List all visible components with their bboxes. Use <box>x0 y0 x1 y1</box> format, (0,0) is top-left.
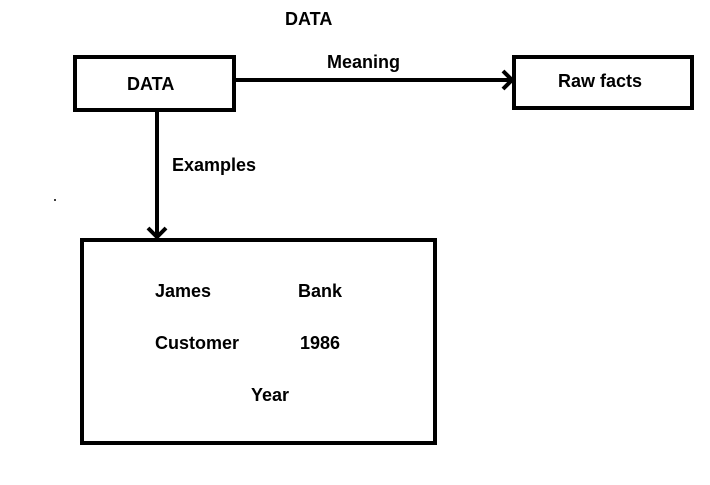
diagram-title: DATA <box>285 9 333 29</box>
raw-facts-box <box>512 55 694 110</box>
examples-arrow-head <box>146 226 168 240</box>
data-box-label: DATA <box>127 74 175 94</box>
example-bank: Bank <box>298 281 343 301</box>
examples-edge-label: Examples <box>172 155 257 175</box>
example-year: Year <box>251 385 290 405</box>
meaning-arrow-head <box>501 69 515 91</box>
example-1986: 1986 <box>300 333 341 353</box>
stray-dot <box>54 199 56 201</box>
data-box <box>73 55 236 112</box>
example-customer: Customer <box>155 333 240 353</box>
raw-facts-box-label: Raw facts <box>558 71 643 91</box>
meaning-edge-label: Meaning <box>327 52 401 72</box>
example-james: James <box>155 281 212 301</box>
examples-box <box>80 238 437 445</box>
